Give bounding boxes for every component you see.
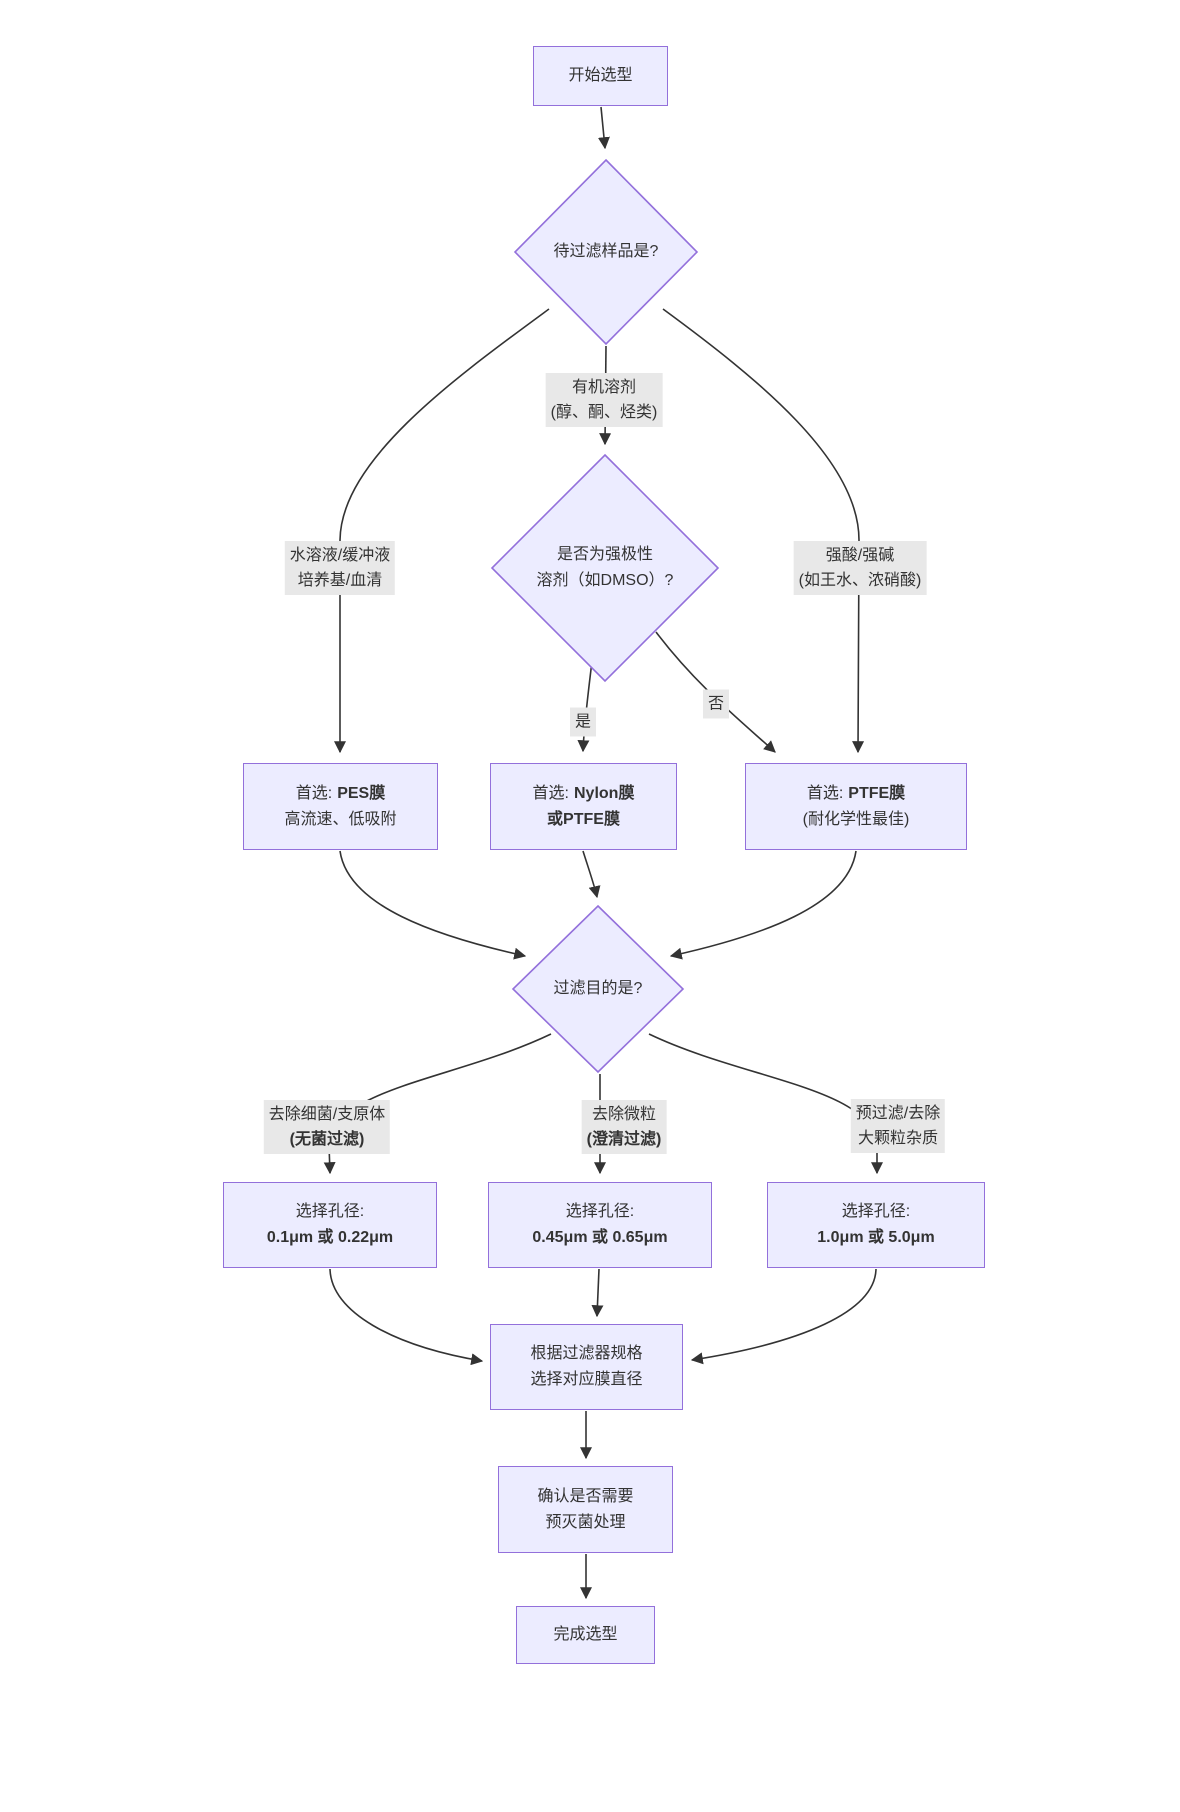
node-pore-clarify-line2: 0.45μm 或 0.65μm <box>532 1229 668 1246</box>
edge-pes-to-purpose <box>339 850 527 960</box>
diamond-polar-question-label: 是否为强极性 溶剂（如DMSO）? <box>537 542 674 594</box>
node-diameter-line2: 选择对应膜直径 <box>530 1371 643 1388</box>
node-pore-prefilter: 选择孔径: 1.0μm 或 5.0μm <box>767 1182 985 1268</box>
node-ptfe-line1: 首选:PTFE膜 <box>807 781 905 807</box>
diamond-polar-line1: 是否为强极性 <box>556 546 653 563</box>
node-pore-sterile-line1: 选择孔径: <box>295 1203 365 1220</box>
node-pore-clarify: 选择孔径: 0.45μm 或 0.65μm <box>488 1182 712 1268</box>
node-end: 完成选型 <box>516 1606 655 1664</box>
edge-label-prefilter-line1: 预过滤/去除 <box>855 1105 941 1122</box>
node-ptfe-line2: (耐化学性最佳) <box>802 810 910 828</box>
edge-label-acid-line1: 强酸/强碱 <box>825 547 895 564</box>
node-diameter: 根据过滤器规格 选择对应膜直径 <box>490 1324 683 1410</box>
node-pes-membrane: PES膜 <box>337 784 386 802</box>
node-pore-prefilter-line2: 1.0μm 或 5.0μm <box>817 1229 935 1246</box>
diamond-purpose-question <box>511 904 685 1074</box>
node-nylon-line1: 首选: Nylon膜 <box>533 781 635 807</box>
edge-label-clarify: 去除微粒 (澄清过滤) <box>581 1100 667 1154</box>
node-start: 开始选型 <box>533 46 668 106</box>
node-nylon: 首选: Nylon膜 或PTFE膜 <box>490 763 677 850</box>
decision-diamonds <box>490 158 720 1074</box>
node-pore-sterile-line2: 0.1μm 或 0.22μm <box>266 1229 394 1246</box>
node-pore-sterile: 选择孔径: 0.1μm 或 0.22μm <box>223 1182 437 1268</box>
edge-label-sterile-line2: (无菌过滤) <box>289 1131 365 1148</box>
edge-label-clarify-line1: 去除微粒 <box>591 1106 657 1123</box>
edge-ptfe-to-purpose <box>669 850 857 960</box>
edge-pore-prefilter-to-diameter <box>690 1268 877 1365</box>
edge-label-organic-line2: (醇、酮、烃类) <box>550 404 658 421</box>
edge-label-no: 否 <box>702 689 730 719</box>
node-pore-prefilter-line1: 选择孔径: <box>841 1203 911 1220</box>
node-end-label: 完成选型 <box>553 1626 618 1643</box>
node-nylon-membrane: Nylon膜 <box>574 784 635 802</box>
edge-label-aqueous-line2: 培养基/血清 <box>297 572 383 589</box>
edge-label-yes: 是 <box>569 707 597 737</box>
diamond-sample-question-label: 待过滤样品是? <box>553 243 659 260</box>
edge-start-to-sample <box>597 106 610 150</box>
edge-label-organic-line1: 有机溶剂 <box>571 379 637 396</box>
node-pes-line2: 高流速、低吸附 <box>284 810 397 828</box>
diamond-sample-question <box>513 158 699 346</box>
diamond-purpose-question-label: 过滤目的是? <box>553 980 643 997</box>
node-ptfe-membrane: PTFE膜 <box>848 784 906 802</box>
node-presterilize: 确认是否需要 预灭菌处理 <box>498 1466 673 1553</box>
node-presterilize-line2: 预灭菌处理 <box>545 1513 626 1531</box>
edge-label-sterile: 去除细菌/支原体 (无菌过滤) <box>263 1100 391 1154</box>
node-pes: 首选:PES膜 高流速、低吸附 <box>243 763 438 850</box>
edge-pore-clarify-to-diameter <box>591 1268 604 1318</box>
edge-label-aqueous: 水溶液/缓冲液 培养基/血清 <box>284 541 396 595</box>
node-ptfe: 首选:PTFE膜 (耐化学性最佳) <box>745 763 967 850</box>
edge-sample-to-pes <box>334 308 550 754</box>
edge-label-acid-line2: (如王水、浓硝酸) <box>798 572 922 589</box>
edge-pore-sterile-to-diameter <box>329 1268 484 1366</box>
edge-label-acid: 强酸/强碱 (如王水、浓硝酸) <box>793 541 927 595</box>
edge-label-aqueous-line1: 水溶液/缓冲液 <box>289 547 391 564</box>
edge-nylon-to-purpose <box>582 850 601 899</box>
diamond-polar-line2: 溶剂（如DMSO）? <box>536 572 674 589</box>
edge-purpose-to-pore-prefilter <box>648 1033 883 1175</box>
node-pore-clarify-line1: 选择孔径: <box>565 1203 635 1220</box>
node-nylon-prefix: 首选: <box>532 784 569 802</box>
node-diameter-line1: 根据过滤器规格 <box>530 1345 643 1362</box>
edge-sample-to-ptfe <box>662 308 865 754</box>
node-nylon-line2: 或PTFE膜 <box>547 810 620 828</box>
edge-label-prefilter: 预过滤/去除 大颗粒杂质 <box>850 1099 946 1153</box>
diamond-polar-question <box>490 453 720 683</box>
edge-label-clarify-line2: (澄清过滤) <box>586 1131 662 1148</box>
edge-label-prefilter-line2: 大颗粒杂质 <box>857 1130 939 1147</box>
edge-label-sterile-line1: 去除细菌/支原体 <box>268 1106 386 1123</box>
edge-polar-yes-to-nylon <box>577 660 593 753</box>
node-pes-prefix: 首选: <box>295 784 333 802</box>
node-ptfe-prefix: 首选: <box>806 784 844 802</box>
node-presterilize-line1: 确认是否需要 <box>537 1487 634 1505</box>
edge-label-organic: 有机溶剂 (醇、酮、烃类) <box>545 373 663 427</box>
node-start-label: 开始选型 <box>568 67 633 84</box>
node-pes-line1: 首选:PES膜 <box>296 781 385 807</box>
